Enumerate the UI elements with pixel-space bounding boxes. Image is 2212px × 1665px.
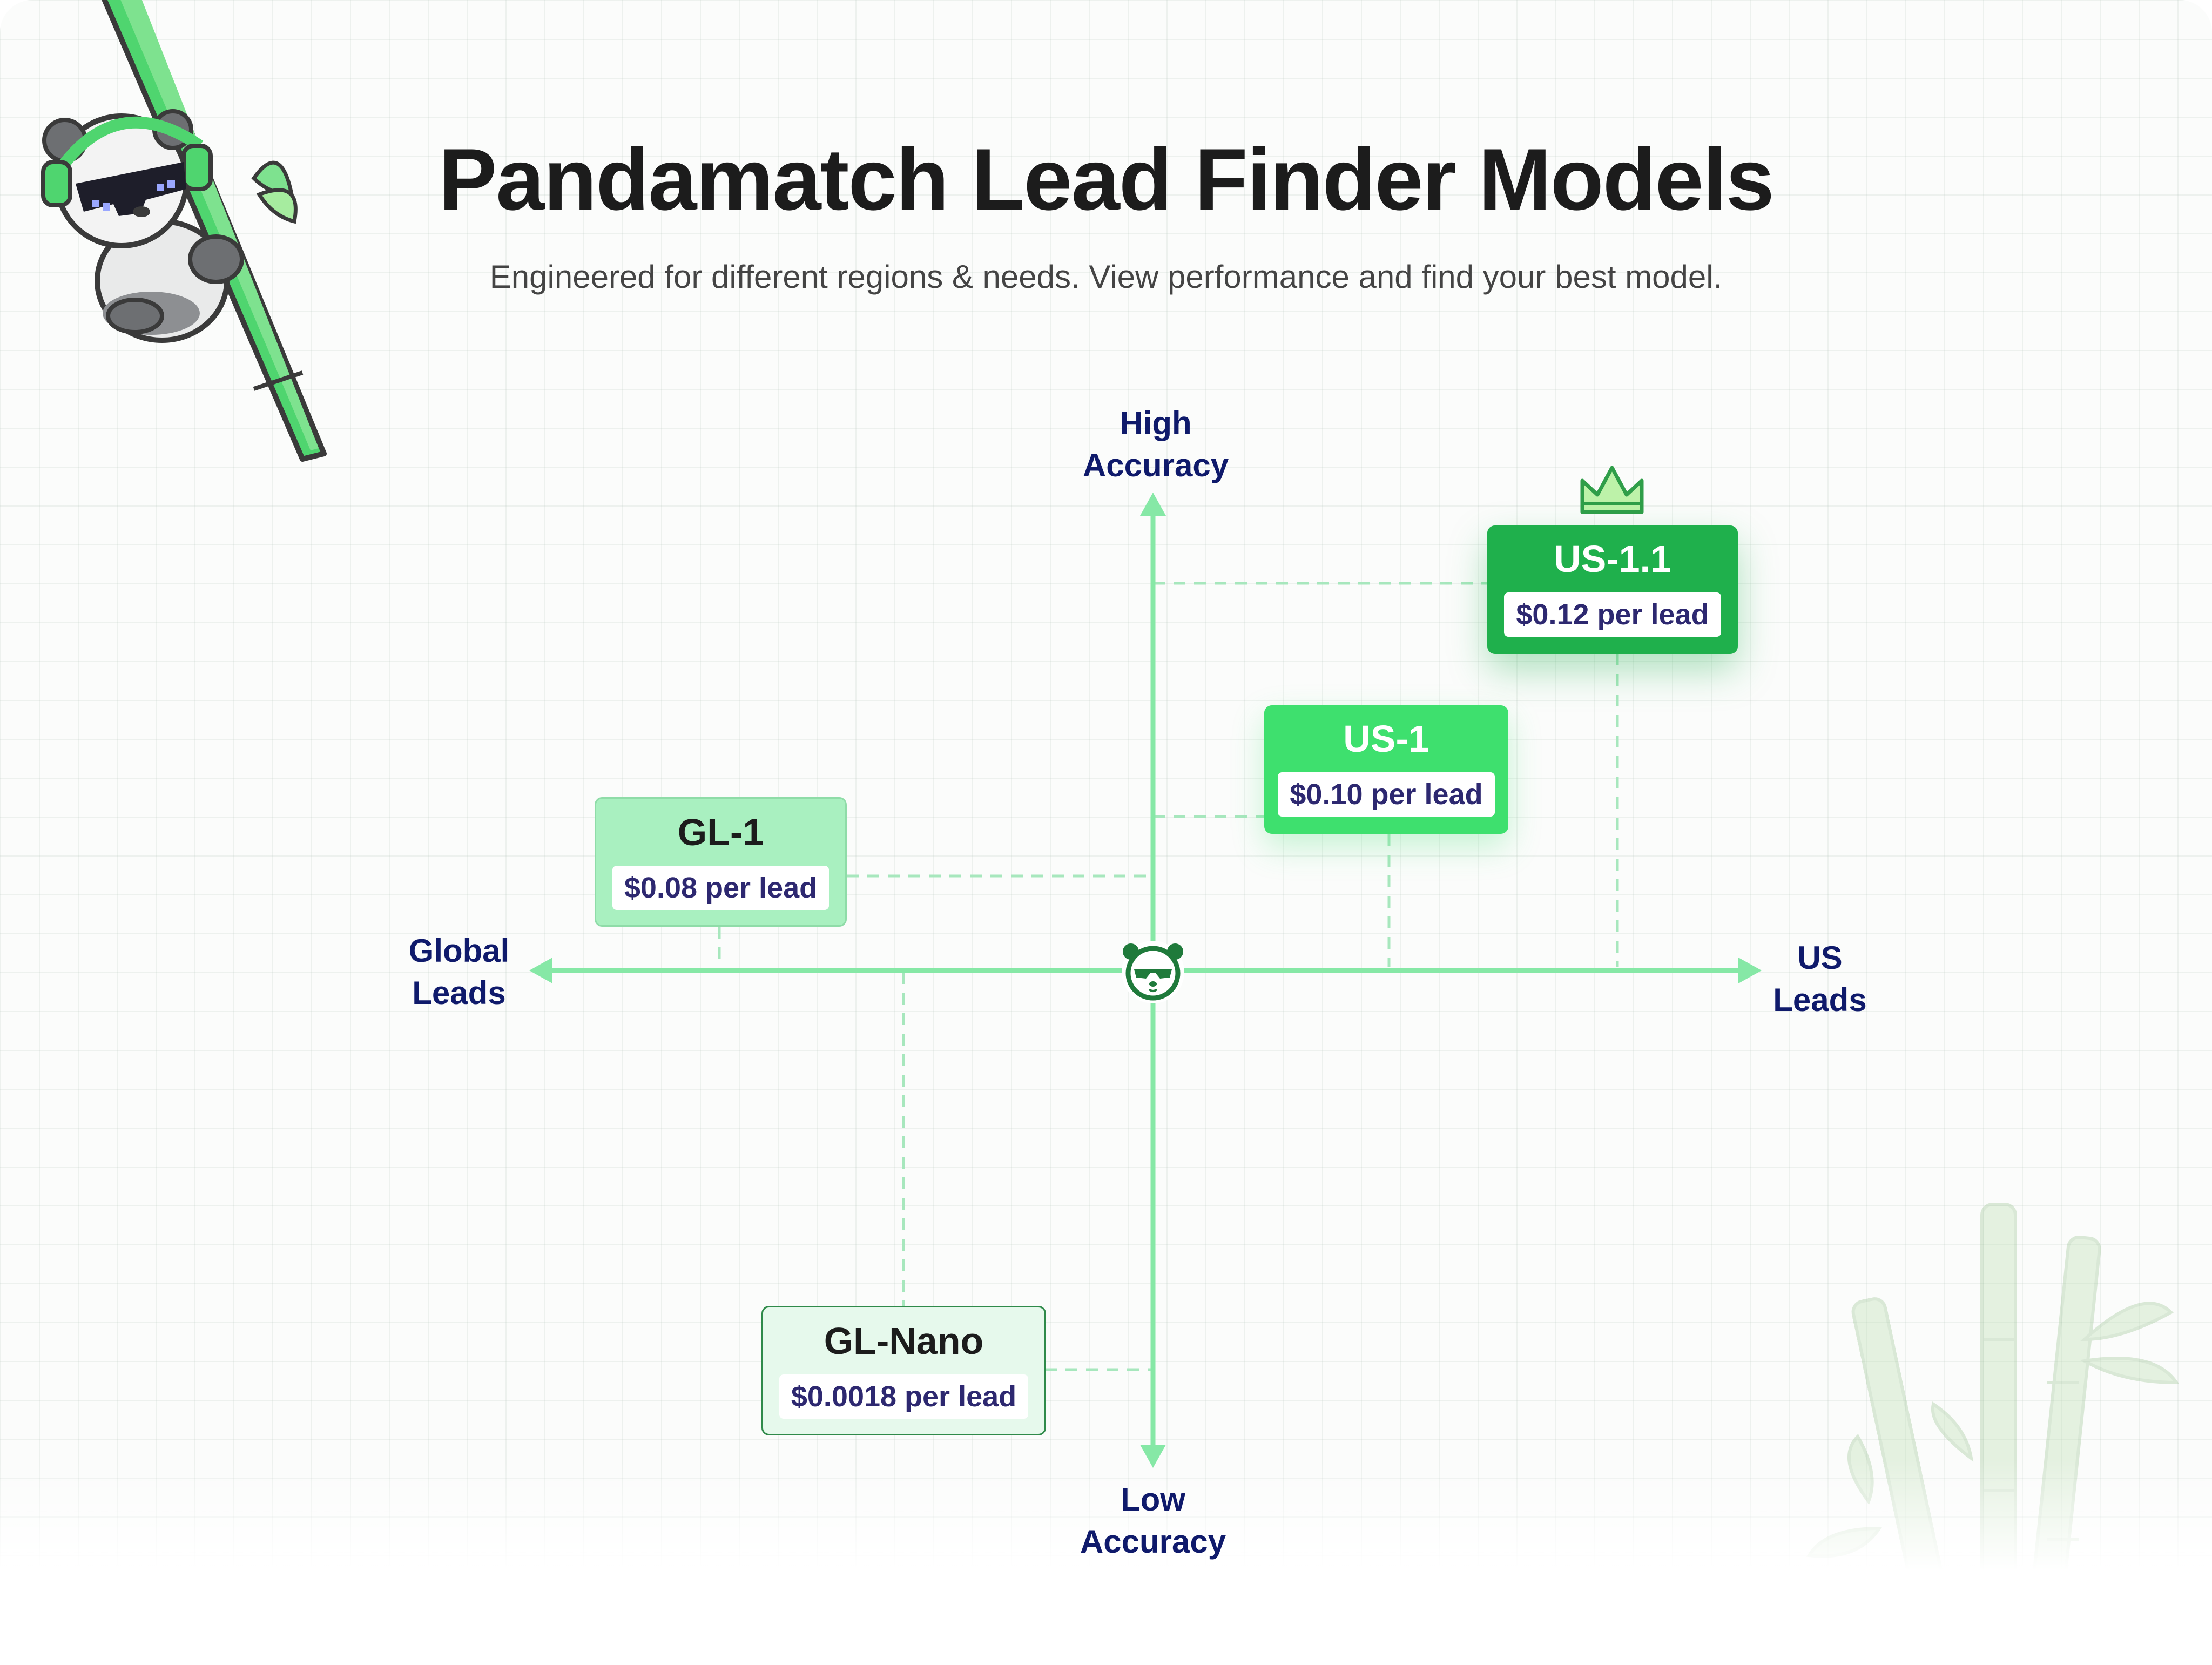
crown-icon [1580, 466, 1644, 514]
guide-lines [718, 582, 1619, 1371]
axis-label-right: US Leads [1773, 940, 1867, 1018]
page-title: Pandamatch Lead Finder Models [439, 131, 1775, 228]
panda-sunglasses-icon [1122, 941, 1184, 1003]
model-name: US-1 [1343, 718, 1429, 760]
arrow-right [1738, 958, 1762, 983]
arrow-up [1140, 493, 1166, 516]
model-name: US-1.1 [1554, 538, 1671, 580]
model-price: $0.08 per lead [612, 866, 830, 910]
model-price: $0.10 per lead [1278, 772, 1495, 817]
axis-label-left: Global Leads [408, 933, 510, 1011]
arrow-down [1140, 1445, 1166, 1468]
page-subtitle: Engineered for different regions & needs… [489, 259, 1723, 295]
bottom-fade [0, 1458, 2212, 1665]
model-card-gl-nano[interactable]: GL-Nano $0.0018 per lead [761, 1306, 1046, 1435]
panda-mascot-icon [41, 0, 327, 462]
axis-label-bottom: Low Accuracy [1080, 1481, 1226, 1560]
model-price: $0.12 per lead [1504, 592, 1721, 637]
model-price: $0.0018 per lead [779, 1374, 1029, 1419]
model-card-gl-1[interactable]: GL-1 $0.08 per lead [595, 797, 847, 927]
model-name: GL-1 [677, 811, 764, 853]
arrow-left [529, 958, 552, 983]
axis-label-top: High Accuracy [1082, 405, 1229, 483]
model-name: GL-Nano [824, 1320, 984, 1362]
model-card-us-1-1[interactable]: US-1.1 $0.12 per lead [1487, 525, 1738, 654]
model-card-us-1[interactable]: US-1 $0.10 per lead [1264, 705, 1508, 834]
